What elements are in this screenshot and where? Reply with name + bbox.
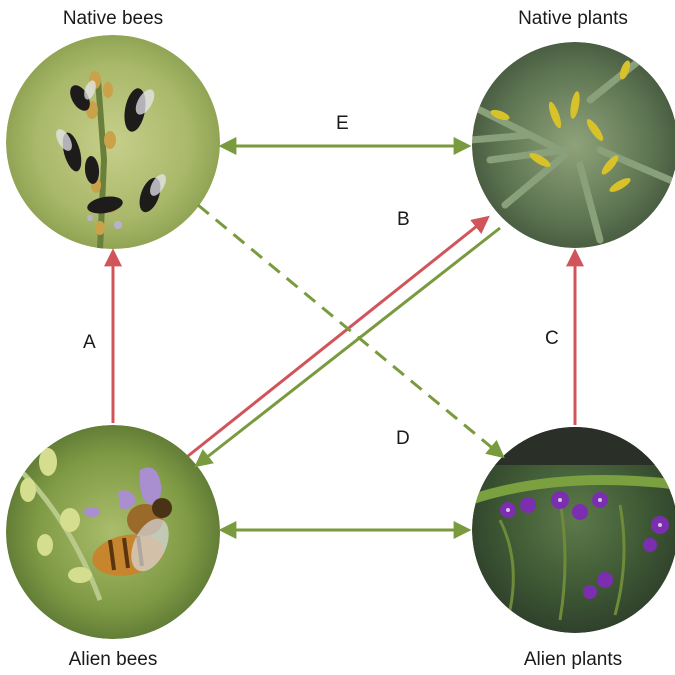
arrow-native-plants-alien-bees bbox=[197, 228, 500, 465]
link-label-a: A bbox=[83, 332, 96, 354]
native-plants-image bbox=[470, 42, 675, 248]
link-label-b: B bbox=[397, 209, 410, 231]
alien-bees-image bbox=[6, 425, 220, 639]
native-plants-label: Native plants bbox=[463, 8, 675, 30]
link-label-c: C bbox=[545, 328, 559, 350]
alien-bees-label: Alien bees bbox=[3, 649, 223, 671]
native-bees-label: Native bees bbox=[3, 8, 223, 30]
arrow-b bbox=[188, 218, 487, 456]
alien-plants-label: Alien plants bbox=[463, 649, 675, 671]
link-label-d: D bbox=[396, 428, 410, 450]
native-bees-image bbox=[6, 35, 220, 250]
link-label-e: E bbox=[336, 113, 349, 135]
